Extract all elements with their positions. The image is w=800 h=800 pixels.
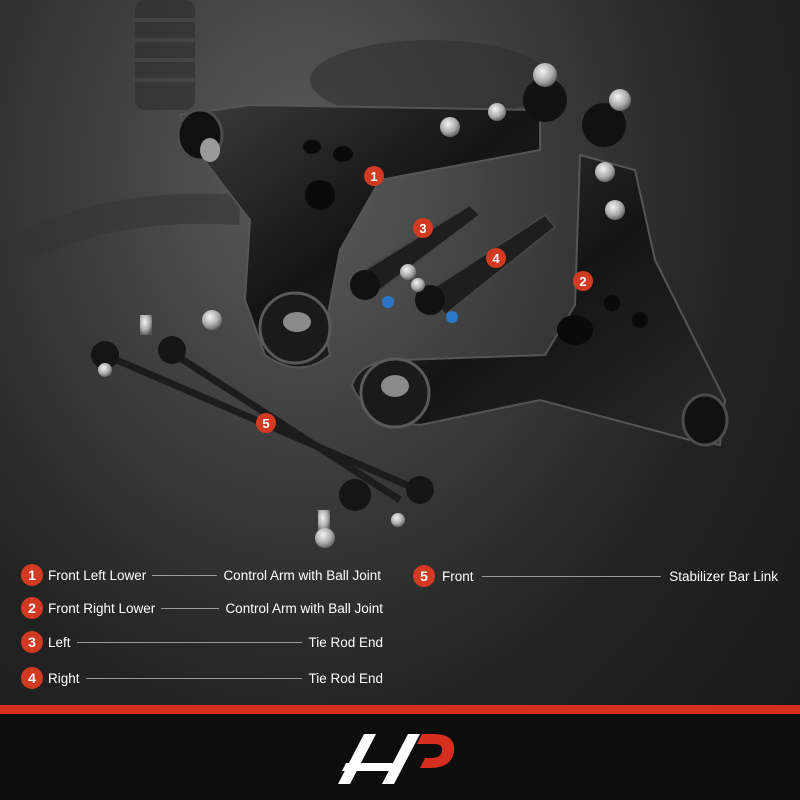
legend-right-label: Stabilizer Bar Link (669, 568, 778, 584)
svg-text:5: 5 (262, 416, 269, 431)
callout-3: 3 (413, 218, 433, 238)
legend-item-2: 2 Front Right Lower Control Arm with Bal… (21, 595, 383, 621)
legend-item-3: 3 Left Tie Rod End (21, 629, 383, 655)
control-arm-right (350, 89, 729, 447)
legend-left-label: Left (48, 634, 71, 650)
svg-text:1: 1 (370, 169, 377, 184)
legend-item-4: 4 Right Tie Rod End (21, 665, 383, 691)
legend-number: 1 (21, 564, 43, 586)
tie-rod-ends (350, 203, 557, 323)
legend-leader-line (85, 677, 303, 679)
legend-item-1: 1 Front Left Lower Control Arm with Ball… (21, 562, 381, 588)
legend-number: 4 (21, 667, 43, 689)
legend-right-label: Control Arm with Ball Joint (223, 567, 381, 583)
svg-text:4: 4 (492, 251, 500, 266)
legend-right-label: Tie Rod End (308, 670, 383, 686)
control-arm-left (176, 63, 567, 369)
svg-text:3: 3 (419, 221, 426, 236)
legend-number: 2 (21, 597, 43, 619)
legend-leader-line (76, 641, 303, 643)
legend-leader-line (481, 575, 662, 577)
legend-item-5: 5 Front Stabilizer Bar Link (413, 563, 778, 589)
callout-4: 4 (486, 248, 506, 268)
legend-right-label: Control Arm with Ball Joint (225, 600, 383, 616)
legend-number: 3 (21, 631, 43, 653)
svg-text:2: 2 (579, 274, 586, 289)
background-strut (0, 0, 550, 273)
parts-photo: 1 2 3 4 5 (0, 0, 729, 548)
legend-left-label: Front Right Lower (48, 600, 156, 616)
legend-left-label: Right (48, 670, 80, 686)
legend-right-label: Tie Rod End (308, 634, 383, 650)
red-accent-band (0, 705, 800, 714)
callout-5: 5 (256, 413, 276, 433)
legend-left-label: Front Left Lower (48, 567, 147, 583)
legend-leader-line (152, 574, 218, 576)
legend-number: 5 (413, 565, 435, 587)
callout-2: 2 (573, 271, 593, 291)
a-premium-logo (338, 734, 455, 784)
legend-left-label: Front (442, 568, 474, 584)
callout-1: 1 (364, 166, 384, 186)
legend-leader-line (161, 607, 220, 609)
